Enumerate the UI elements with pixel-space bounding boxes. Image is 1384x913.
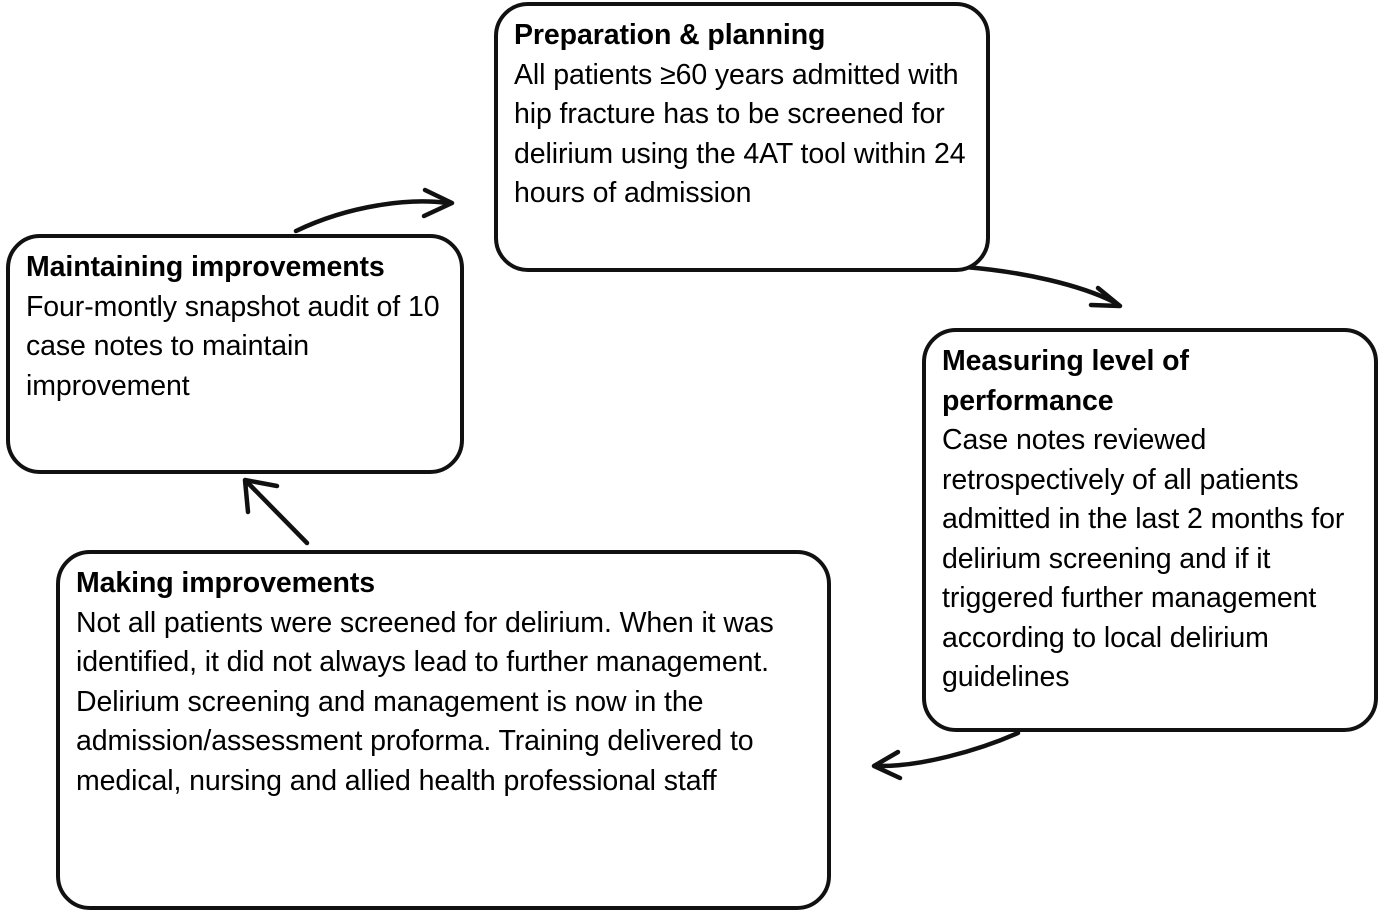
arrow-measuring-to-making	[871, 730, 1021, 781]
arrow-making-to-maintaining	[242, 477, 310, 546]
node-measuring-level-of-performance[interactable]: Measuring level of performance Case note…	[922, 328, 1378, 732]
arrow-maintaining-to-preparation	[293, 187, 455, 234]
node-measuring-body: Case notes reviewed retrospectively of a…	[942, 424, 1345, 693]
node-maintaining-body: Four-montly snapshot audit of 10 case no…	[26, 290, 440, 402]
node-making-body: Not all patients were screened for delir…	[76, 606, 774, 797]
node-maintaining-improvements[interactable]: Maintaining improvements Four-montly sna…	[6, 234, 464, 474]
node-making-title: Making improvements	[76, 567, 376, 599]
arrow-preparation-to-measuring	[962, 264, 1123, 309]
node-maintaining-title: Maintaining improvements	[26, 251, 385, 283]
node-making-improvements[interactable]: Making improvements Not all patients wer…	[56, 550, 831, 910]
node-preparation-and-planning[interactable]: Preparation & planning All patients ≥60 …	[494, 2, 990, 272]
node-preparation-body: All patients ≥60 years admitted with hip…	[514, 58, 966, 210]
node-preparation-title: Preparation & planning	[514, 19, 826, 51]
node-measuring-title: Measuring level of performance	[942, 345, 1189, 417]
